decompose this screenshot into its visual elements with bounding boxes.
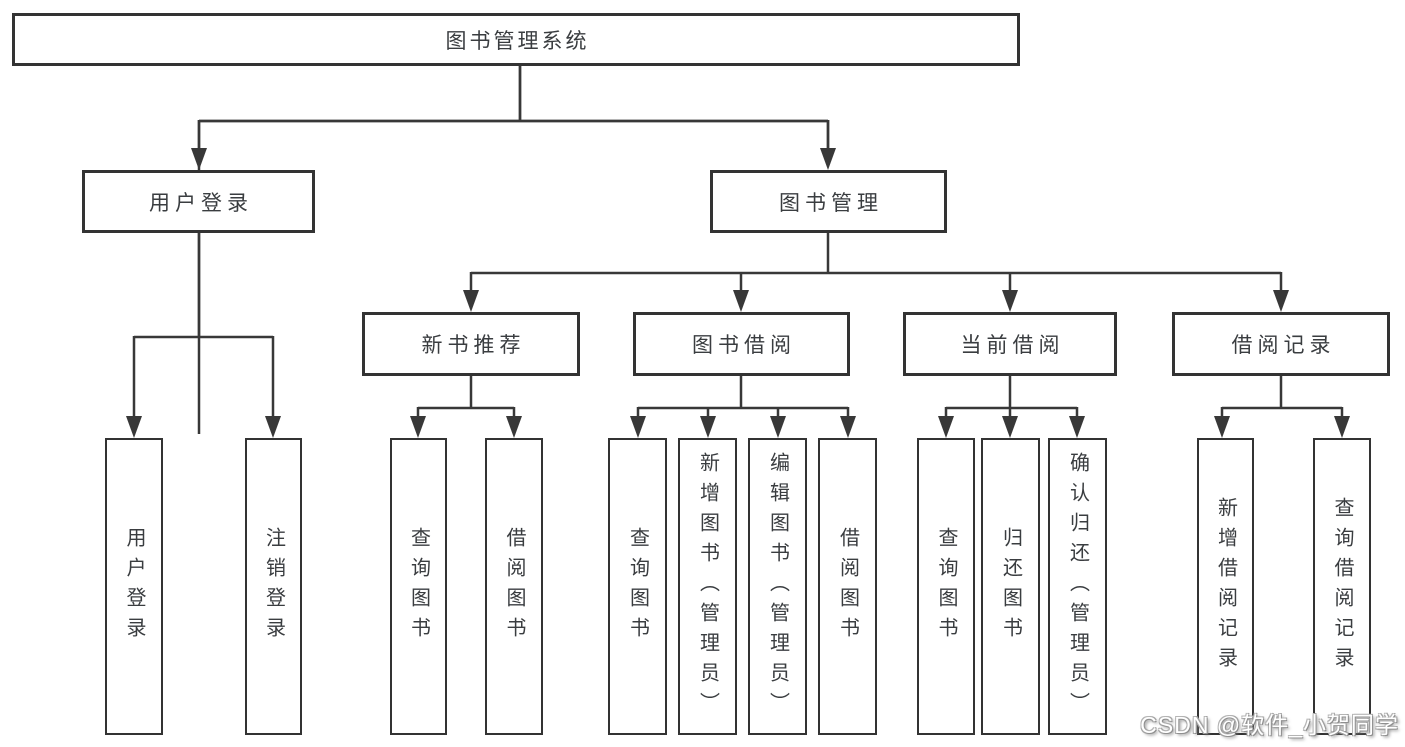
connector-new-book-drop: [416, 376, 516, 434]
node-root-label: 图书管理系统: [445, 29, 590, 53]
leaf-add-borrow-record: 新增借阅记录: [1197, 438, 1254, 735]
leaf-query-borrow-record: 查询借阅记录: [1313, 438, 1371, 735]
arrowhead-icon: [840, 416, 856, 438]
leaf-confirm-return-admin: 确认归还（管理员）: [1048, 438, 1107, 735]
node-user-login-label: 用户登录: [149, 191, 253, 215]
arrowhead-icon: [463, 290, 479, 312]
arrowhead-icon: [126, 416, 142, 438]
node-borrowing-records-label: 借阅记录: [1231, 334, 1336, 357]
leaf-query-borrow-record-label: 查询借阅记录: [1331, 496, 1353, 677]
node-book-borrowing-label: 图书借阅: [692, 334, 796, 357]
arrowhead-icon: [1002, 290, 1018, 312]
csdn-watermark: CSDN @软件_小贺同学: [1140, 712, 1399, 738]
connector-book-mgmt-drop: [469, 233, 1283, 308]
node-book-management-label: 图书管理: [779, 191, 883, 215]
arrowhead-icon: [770, 416, 786, 438]
node-book-management: 图书管理: [710, 170, 947, 233]
connector-records-drop: [1220, 376, 1344, 434]
leaf-return-book: 归还图书: [981, 438, 1040, 735]
arrowhead-icon: [733, 290, 749, 312]
leaf-add-book-admin-label: 新增图书（管理员）: [696, 451, 719, 722]
arrowhead-icon: [1002, 416, 1018, 438]
leaf-user-login: 用户登录: [105, 438, 163, 735]
leaf-query-books-borrowing-label: 查询图书: [626, 526, 649, 647]
leaf-borrow-books-borrowing: 借阅图书: [818, 438, 877, 735]
node-new-book-recommend: 新书推荐: [362, 312, 580, 376]
leaf-borrow-books-recommend: 借阅图书: [485, 438, 543, 735]
arrowhead-icon: [1214, 416, 1230, 438]
leaf-query-books-recommend-label: 查询图书: [407, 526, 430, 647]
arrowhead-icon: [700, 416, 716, 438]
leaf-query-books-current-label: 查询图书: [935, 526, 957, 647]
node-book-borrowing: 图书借阅: [633, 312, 850, 376]
arrowhead-icon: [410, 416, 426, 438]
leaf-logout: 注销登录: [245, 438, 302, 735]
node-current-borrowing: 当前借阅: [903, 312, 1117, 376]
node-current-borrowing-label: 当前借阅: [960, 334, 1065, 357]
arrowhead-icon: [1069, 416, 1085, 438]
arrowhead-icon: [265, 416, 281, 438]
connector-book-borrow-drop: [636, 376, 850, 434]
leaf-confirm-return-admin-label: 确认归还（管理员）: [1066, 451, 1089, 722]
arrowhead-icon: [820, 148, 836, 170]
arrowhead-icon: [506, 416, 522, 438]
leaf-logout-label: 注销登录: [262, 526, 285, 647]
connector-user-login-drop: [132, 233, 275, 434]
leaf-return-book-label: 归还图书: [999, 526, 1022, 647]
leaf-query-books-recommend: 查询图书: [390, 438, 447, 735]
leaf-edit-book-admin-label: 编辑图书（管理员）: [766, 451, 789, 722]
node-user-login: 用户登录: [82, 170, 315, 233]
leaf-add-borrow-record-label: 新增借阅记录: [1214, 496, 1237, 677]
leaf-query-books-current: 查询图书: [917, 438, 975, 735]
arrowhead-icon: [191, 148, 207, 170]
arrowhead-icon: [630, 416, 646, 438]
leaf-borrow-books-borrowing-label: 借阅图书: [836, 526, 859, 647]
leaf-query-books-borrowing: 查询图书: [608, 438, 667, 735]
leaf-edit-book-admin: 编辑图书（管理员）: [748, 438, 807, 735]
arrowhead-icon: [938, 416, 954, 438]
node-new-book-recommend-label: 新书推荐: [421, 334, 526, 357]
arrowhead-icon: [1334, 416, 1350, 438]
node-root: 图书管理系统: [12, 13, 1020, 66]
leaf-user-login-label: 用户登录: [123, 526, 145, 647]
node-borrowing-records: 借阅记录: [1172, 312, 1390, 376]
leaf-borrow-books-recommend-label: 借阅图书: [503, 526, 525, 647]
leaf-add-book-admin: 新增图书（管理员）: [678, 438, 737, 735]
arrowhead-icon: [1273, 290, 1289, 312]
